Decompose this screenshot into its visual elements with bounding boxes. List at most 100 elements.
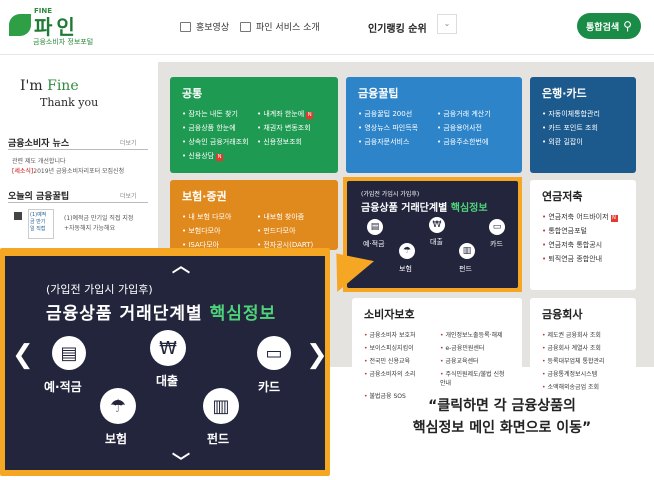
category-link[interactable]: 내 보험 다모아: [182, 212, 251, 222]
card-title: 금융상품 거래단계별 핵심정보: [361, 203, 488, 214]
loan-icon[interactable]: ₩: [150, 330, 186, 366]
zoom-card-sub: (가입전 가입시 가입후): [46, 283, 153, 296]
zoom-card-title: 금융상품 거래단계별 핵심정보: [46, 304, 277, 324]
loan-icon[interactable]: ₩: [429, 217, 445, 233]
category-link[interactable]: 주식민원제도/불법 신청안내: [440, 369, 510, 387]
card-label[interactable]: 카드: [490, 240, 503, 248]
fund-label[interactable]: 펀드: [459, 265, 472, 273]
card-sub: (가입전 가입시 가입후): [361, 191, 420, 198]
consumer-news-title[interactable]: 금융소비자 뉴스: [8, 139, 70, 149]
logo-fine[interactable]: FINE: [34, 7, 53, 15]
category-link[interactable]: 개인정보노출등록·해제: [440, 330, 510, 339]
nav-promo-video[interactable]: 홍보영상: [180, 20, 229, 33]
category-link[interactable]: 등록대부업체 통합관리: [542, 356, 624, 365]
category-link[interactable]: 통합연금포털: [542, 226, 624, 236]
category-insurance-securities[interactable]: 보험·증권 내 보험 다모아 내보험 찾아줌 보험다모아 펀드다모아 ISA다모…: [170, 180, 338, 250]
savings-icon[interactable]: ▤: [367, 219, 383, 235]
today-tip-title[interactable]: 오늘의 금융꿀팁: [8, 192, 70, 202]
category-link[interactable]: 퇴직연금 종합안내: [542, 254, 624, 264]
tip-text[interactable]: (1)예적금 만기일 직접 지정: [64, 215, 134, 222]
category-link[interactable]: 금융거래 계산기: [437, 109, 510, 119]
loan-label[interactable]: 대출: [156, 374, 179, 388]
savings-label[interactable]: 예·적금: [363, 240, 385, 248]
category-link[interactable]: 제도권 금융회사 조회: [542, 330, 624, 339]
category-title: 공통: [182, 87, 203, 100]
category-financial-company[interactable]: 금융회사 제도권 금융회사 조회 금융회사 계열사 조회 등록대부업체 통합관리…: [530, 298, 636, 391]
category-link[interactable]: 카드 포인트 조회: [542, 123, 624, 133]
new-badge: N: [216, 154, 224, 161]
category-link[interactable]: 금융자문서비스: [358, 137, 431, 147]
category-link[interactable]: ISA다모아: [182, 240, 251, 250]
divider: [8, 149, 148, 150]
category-link[interactable]: 보이스피싱지킴이: [364, 343, 434, 352]
key-info-card-small[interactable]: (가입전 가입시 가입후) 금융상품 거래단계별 핵심정보 ▤ 예·적금 ₩ 대…: [343, 177, 522, 292]
book-icon: [14, 212, 22, 220]
category-link[interactable]: 펀드다모아: [257, 226, 326, 236]
category-link[interactable]: 불법금융 SOS: [364, 391, 434, 400]
category-link[interactable]: 금융회사 계열사 조회: [542, 343, 624, 352]
insurance-icon[interactable]: ☂: [100, 388, 136, 424]
category-link[interactable]: 채권자 변동조회: [257, 123, 326, 133]
category-title: 금융회사: [542, 308, 583, 321]
fund-icon[interactable]: ▥: [459, 243, 475, 259]
chevron-left-icon[interactable]: ❮: [12, 340, 34, 370]
category-bank-card[interactable]: 은행·카드 자동이체통합관리 카드 포인트 조회 외환 길잡이: [530, 77, 636, 173]
category-link[interactable]: 금융소비자 보호처: [364, 330, 434, 339]
category-link[interactable]: 보험다모아: [182, 226, 251, 236]
category-link[interactable]: 전자공시(DART): [257, 240, 326, 250]
category-link[interactable]: 잠자는 내돈 찾기: [182, 109, 251, 119]
category-title: 은행·카드: [542, 87, 587, 100]
category-link[interactable]: e-금융민원센터: [440, 343, 510, 352]
insurance-label[interactable]: 보험: [399, 265, 412, 273]
news-more-link[interactable]: 더보기: [120, 140, 137, 147]
category-link[interactable]: 전국민 신용교육: [364, 356, 434, 365]
fund-icon[interactable]: ▥: [203, 388, 239, 424]
logo-leaf-icon[interactable]: [9, 14, 31, 36]
category-link[interactable]: 상속인 금융거래조회: [182, 137, 251, 147]
chevron-right-icon[interactable]: ❯: [306, 340, 328, 370]
category-link[interactable]: 금융상품 한눈에: [182, 123, 251, 133]
loan-label[interactable]: 대출: [430, 238, 443, 246]
category-link[interactable]: 금융주소한번에: [437, 137, 510, 147]
fund-label[interactable]: 펀드: [207, 432, 230, 446]
card-label[interactable]: 카드: [258, 380, 281, 394]
logo-subtitle: 금융소비자 정보포털: [33, 38, 94, 46]
category-link[interactable]: 소액해외송금업 조회: [542, 382, 624, 391]
category-link[interactable]: 외환 길잡이: [542, 137, 624, 147]
category-tips[interactable]: 금융꿀팁 금융꿀팁 200선 금융거래 계산기 영상뉴스 파인득목 금융용어사전…: [346, 77, 522, 173]
savings-label[interactable]: 예·적금: [44, 380, 82, 394]
category-link[interactable]: 금융용어사전: [437, 123, 510, 133]
category-link[interactable]: 금융소비자의 소리: [364, 369, 434, 387]
news-item[interactable]: 관련 제도 개선합니다: [12, 158, 66, 165]
category-link[interactable]: 신용정보조회: [257, 137, 326, 147]
category-link[interactable]: 금융꿀팁 200선: [358, 109, 431, 119]
category-link[interactable]: 내보험 찾아줌: [257, 212, 326, 222]
rank-dropdown-chevron-icon[interactable]: ⌄: [437, 14, 457, 34]
news-item[interactable]: [세소식]2019년 금융소비자리포터 모집신청: [12, 168, 125, 175]
savings-icon[interactable]: ▤: [52, 336, 86, 370]
insurance-label[interactable]: 보험: [105, 432, 128, 446]
category-link[interactable]: 금융통계정보시스템: [542, 369, 624, 378]
chevron-down-icon[interactable]: ﹀: [172, 452, 190, 473]
tip-more-link[interactable]: 더보기: [120, 193, 137, 200]
thankyou-heading: Thank you: [40, 96, 99, 109]
category-link[interactable]: 금융교육센터: [440, 356, 510, 365]
card-icon[interactable]: ▭: [257, 336, 291, 370]
category-link[interactable]: 영상뉴스 파인득목: [358, 123, 431, 133]
card-icon[interactable]: ▭: [489, 219, 505, 235]
category-consumer-protection[interactable]: 소비자보호 금융소비자 보호처 개인정보노출등록·해제 보이스피싱지킴이 e-금…: [352, 298, 522, 400]
nav-service-intro[interactable]: 파인 서비스 소개: [240, 20, 320, 33]
tip-thumbnail[interactable]: (1)예적 금 만기 일 직접: [28, 209, 54, 239]
insurance-icon[interactable]: ☂: [399, 243, 415, 259]
unified-search-button[interactable]: 통합검색 ⚲: [577, 13, 641, 39]
category-link[interactable]: 연금저축 통합공시: [542, 240, 624, 250]
category-link[interactable]: 자동이체통합관리: [542, 109, 624, 119]
logo-name[interactable]: 파인: [34, 15, 79, 39]
chevron-up-icon[interactable]: ︿: [172, 256, 190, 277]
category-title: 소비자보호: [364, 308, 415, 321]
